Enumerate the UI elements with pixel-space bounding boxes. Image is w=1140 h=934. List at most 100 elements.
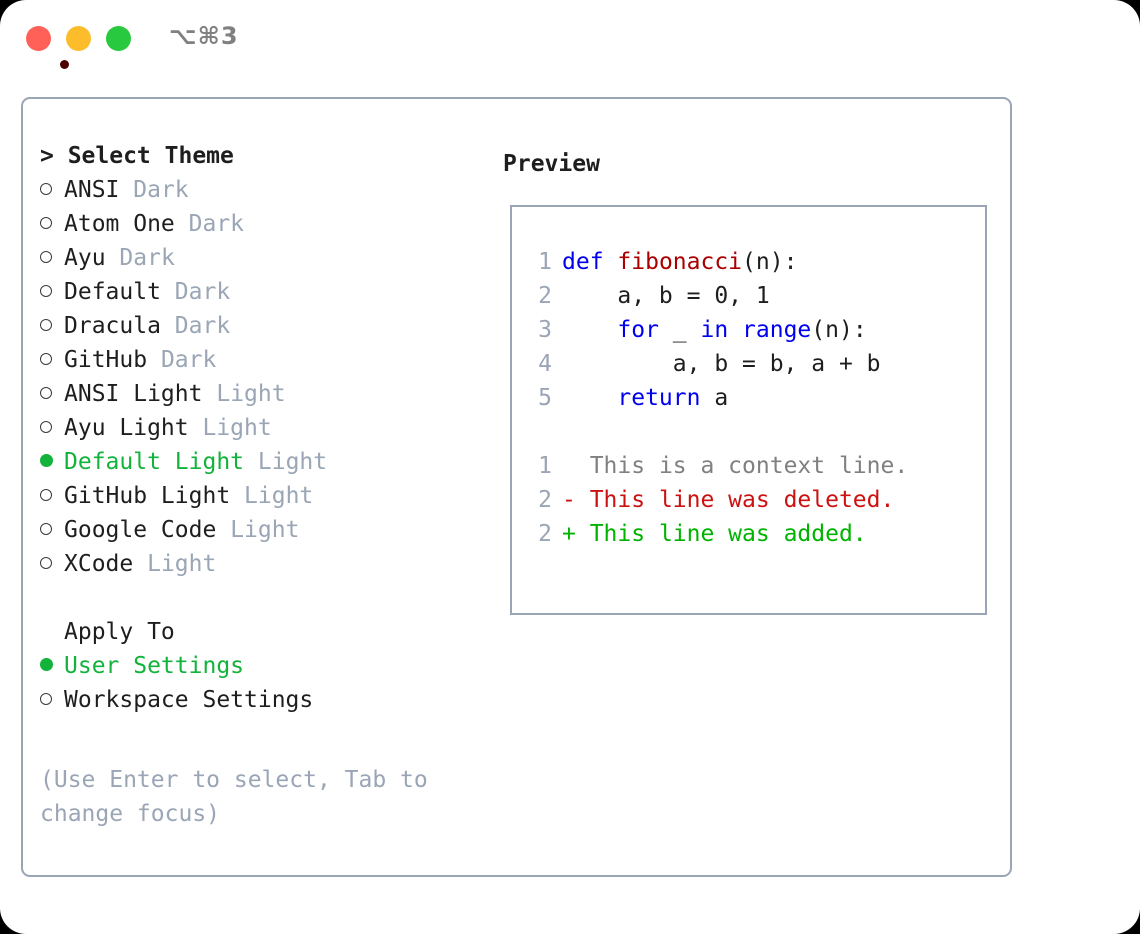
code-line: 4 a, b = b, a + b: [526, 347, 908, 381]
theme-mode-label: Light: [244, 483, 314, 509]
radio-unselected-icon[interactable]: [40, 377, 64, 411]
close-icon: [60, 60, 69, 69]
diff-line: 2+ This line was added.: [526, 517, 908, 551]
code-token: a, b = 0, 1: [562, 283, 770, 309]
code-token: (n):: [811, 317, 867, 343]
diff-marker: -: [562, 487, 576, 513]
theme-mode-label: Light: [230, 517, 300, 543]
theme-name-label: ANSI: [64, 177, 120, 203]
radio-unselected-icon[interactable]: [40, 547, 64, 581]
radio-unselected-icon[interactable]: [40, 275, 64, 309]
diff-line-number: 2: [538, 487, 552, 513]
radio-unselected-icon[interactable]: [40, 411, 64, 445]
theme-mode-label: Dark: [119, 245, 175, 271]
radio-unselected-icon[interactable]: [40, 173, 64, 207]
radio-unselected-icon[interactable]: [40, 479, 64, 513]
apply-to-option-label: Workspace Settings: [64, 687, 314, 713]
apply-to-option[interactable]: Workspace Settings: [40, 683, 480, 717]
theme-name-label: Ayu Light: [64, 415, 189, 441]
diff-marker: [562, 453, 576, 479]
theme-mode-label: Dark: [188, 211, 245, 237]
code-line-number: 3: [538, 317, 552, 343]
radio-selected-icon[interactable]: [40, 649, 64, 683]
radio-unselected-icon[interactable]: [40, 343, 64, 377]
theme-list-item[interactable]: Ayu Light Light: [40, 411, 480, 445]
diff-sample: 1 This is a context line.2- This line wa…: [526, 449, 908, 551]
code-line-number: 4: [538, 351, 552, 377]
theme-name-label: GitHub Light: [64, 483, 231, 509]
code-token: [728, 317, 742, 343]
apply-to-option[interactable]: User Settings: [40, 649, 480, 683]
code-token: [604, 249, 618, 275]
radio-unselected-icon[interactable]: [40, 309, 64, 343]
theme-list-item[interactable]: GitHub Light Light: [40, 479, 480, 513]
minimize-button[interactable]: [66, 26, 91, 51]
preview-title: Preview: [503, 151, 600, 177]
keyboard-hint-text: (Use Enter to select, Tab to change focu…: [40, 767, 428, 827]
apply-to-header: Apply To: [40, 615, 480, 649]
radio-unselected-icon[interactable]: [40, 241, 64, 275]
apply-to-header-label: Apply To: [64, 619, 175, 645]
theme-mode-label: Dark: [174, 313, 231, 339]
theme-list-item[interactable]: XCode Light: [40, 547, 480, 581]
window-titlebar: ⌥⌘3: [0, 0, 1140, 78]
code-token: (n):: [742, 249, 798, 275]
code-token: a: [700, 385, 729, 411]
theme-mode-label: Light: [147, 551, 217, 577]
code-token: range: [742, 317, 812, 343]
theme-name-label: GitHub: [64, 347, 148, 373]
radio-unselected-icon[interactable]: [40, 683, 64, 717]
theme-list-item[interactable]: Default Dark: [40, 275, 480, 309]
diff-line: 1 This is a context line.: [526, 449, 908, 483]
theme-name-label: ANSI Light: [64, 381, 203, 407]
code-line: 1 def fibonacci(n):: [526, 245, 908, 279]
theme-list-item[interactable]: GitHub Dark: [40, 343, 480, 377]
theme-mode-label: Light: [216, 381, 286, 407]
theme-list-item[interactable]: Dracula Dark: [40, 309, 480, 343]
code-token: return: [617, 385, 701, 411]
theme-name-label: Dracula: [64, 313, 161, 339]
theme-mode-label: Dark: [174, 279, 231, 305]
list-spacer: [40, 581, 480, 615]
diff-line: 2- This line was deleted.: [526, 483, 908, 517]
maximize-button[interactable]: [106, 26, 131, 51]
theme-list-item[interactable]: ANSI Dark: [40, 173, 480, 207]
code-token: fibonacci: [617, 249, 743, 275]
code-token: _: [658, 317, 701, 343]
theme-name-label: Atom One: [64, 211, 175, 237]
code-token: [562, 385, 617, 411]
theme-list-item[interactable]: Google Code Light: [40, 513, 480, 547]
code-token: in: [700, 317, 729, 343]
code-diff-separator: [526, 415, 908, 449]
code-line: 5 return a: [526, 381, 908, 415]
close-button[interactable]: [26, 26, 69, 69]
apply-to-option-label: User Settings: [64, 653, 245, 679]
theme-name-label: Ayu: [64, 245, 106, 271]
radio-unselected-icon[interactable]: [40, 513, 64, 547]
titlebar-shortcut-label: ⌥⌘3: [169, 22, 239, 50]
theme-name-label: Default: [64, 279, 161, 305]
code-line: 2 a, b = 0, 1: [526, 279, 908, 313]
theme-list-item[interactable]: Atom One Dark: [40, 207, 480, 241]
diff-text: This line was added.: [575, 521, 867, 547]
radio-unselected-icon[interactable]: [40, 207, 64, 241]
theme-name-label: XCode: [64, 551, 134, 577]
code-token: [562, 317, 617, 343]
code-line-number: 2: [538, 283, 552, 309]
theme-mode-label: Light: [202, 415, 272, 441]
theme-list-item[interactable]: ANSI Light Light: [40, 377, 480, 411]
code-token: def: [562, 249, 604, 275]
code-line-number: 1: [538, 249, 552, 275]
radio-selected-icon[interactable]: [40, 445, 64, 479]
theme-list-item[interactable]: Ayu Dark: [40, 241, 480, 275]
theme-list-header: > Select Theme: [40, 143, 234, 169]
code-token: a, b = b, a + b: [562, 351, 881, 377]
diff-text: This line was deleted.: [575, 487, 895, 513]
diff-text: This is a context line.: [575, 453, 909, 479]
theme-list-item[interactable]: Default Light Light: [40, 445, 480, 479]
